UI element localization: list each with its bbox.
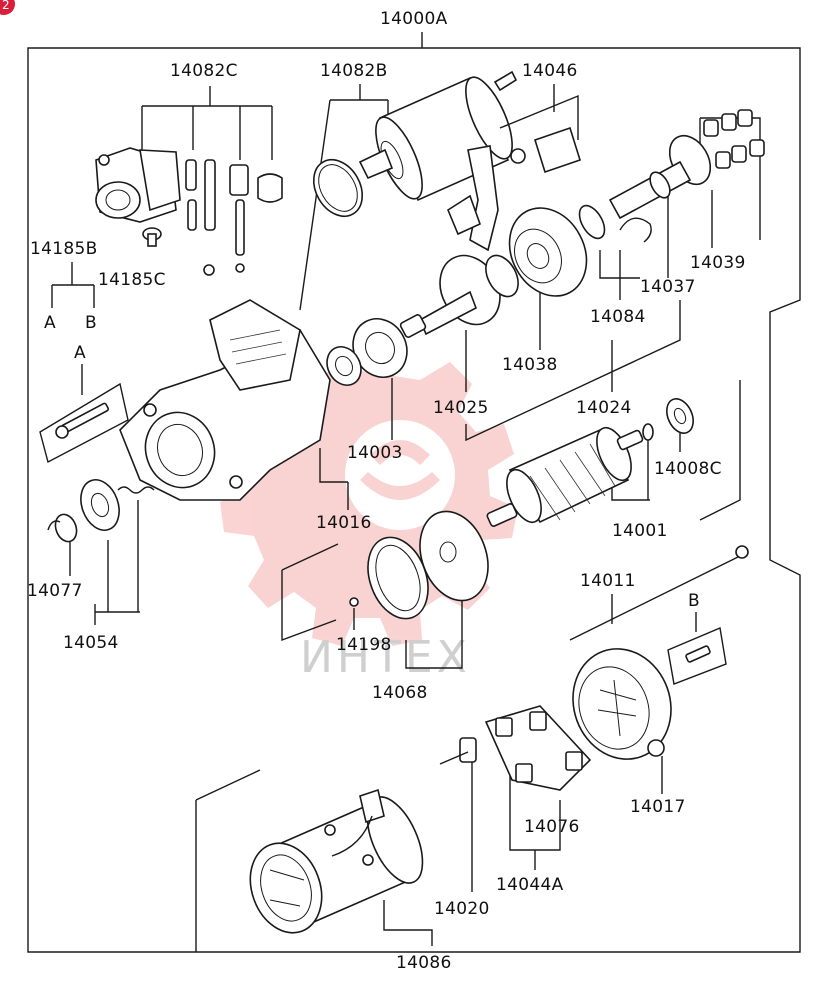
leader-14086 [195,769,433,952]
screw-part [142,227,162,247]
brush-holder-part [484,705,592,791]
leader-14001 [611,380,741,521]
clutch-shaft-part [608,134,712,220]
label-A: A [44,313,56,333]
leader-14046 [499,84,579,140]
yoke-ring-part [367,510,489,620]
label-14025: 14025 [433,398,489,418]
corner-badge-text: 2 [2,0,10,12]
label-14011: 14011 [580,571,636,591]
leader-14039 [699,117,761,248]
snap-ring-part [578,204,652,243]
leader-14084 [599,250,640,300]
label-14008C: 14008C [654,459,722,479]
label-14039: 14039 [690,253,746,273]
leader-14044A [509,770,561,870]
label-14084: 14084 [590,307,646,327]
assembly-frame [27,47,801,953]
label-14082B: 14082B [320,61,388,81]
label-14076: 14076 [524,817,580,837]
label-14024: 14024 [576,398,632,418]
label-A-bolt: A [74,343,86,363]
lever-part [447,126,581,252]
label-14082C: 14082C [170,61,238,81]
watermark-text: ИНТЕХ [300,632,471,683]
label-B: B [85,313,97,333]
label-14003: 14003 [347,443,403,463]
terminal-part [439,737,477,765]
label-14000A: 14000A [380,9,448,29]
label-14001: 14001 [612,521,668,541]
bolt-b-part [667,627,727,685]
rear-cover-part [572,648,672,760]
pinion-shaft-part [399,254,519,338]
label-14185B: 14185B [30,239,98,259]
label-14086: 14086 [396,953,452,973]
leader-14024 [465,300,681,442]
label-14185C: 14185C [98,270,166,290]
through-bolt-part [569,545,749,641]
ball-part [349,597,359,607]
corner-badge [0,0,15,15]
lead-wire-parts [185,159,283,276]
label-14037: 14037 [640,277,696,297]
label-14038: 14038 [502,355,558,375]
bearing-part [326,318,408,386]
label-14077: 14077 [27,581,83,601]
label-14044A: 14044A [496,875,564,895]
gear-housing-part [508,207,588,297]
front-housing-part [119,299,331,501]
leader-14185B [51,262,95,308]
yoke-part [249,788,424,934]
roller-parts [703,109,765,169]
leader-14054 [69,500,140,625]
leader-14082B [299,84,389,311]
switch-body-part [95,147,181,223]
leader-14082C [141,86,273,160]
solenoid-part [358,70,518,202]
bearing-small-part [642,398,694,441]
armature-part [486,426,644,527]
label-14054: 14054 [63,633,119,653]
label-14068: 14068 [372,683,428,703]
bolt-a-part [39,382,129,464]
label-14046: 14046 [522,61,578,81]
leader-14016 [319,448,349,510]
pinion-gear-part [47,479,155,543]
label-14020: 14020 [434,899,490,919]
label-14016: 14016 [316,513,372,533]
label-B-bolt: B [688,591,700,611]
label-14198: 14198 [336,635,392,655]
gasket-ring-part [312,158,364,218]
leader-14068 [281,543,463,669]
label-14017: 14017 [630,797,686,817]
